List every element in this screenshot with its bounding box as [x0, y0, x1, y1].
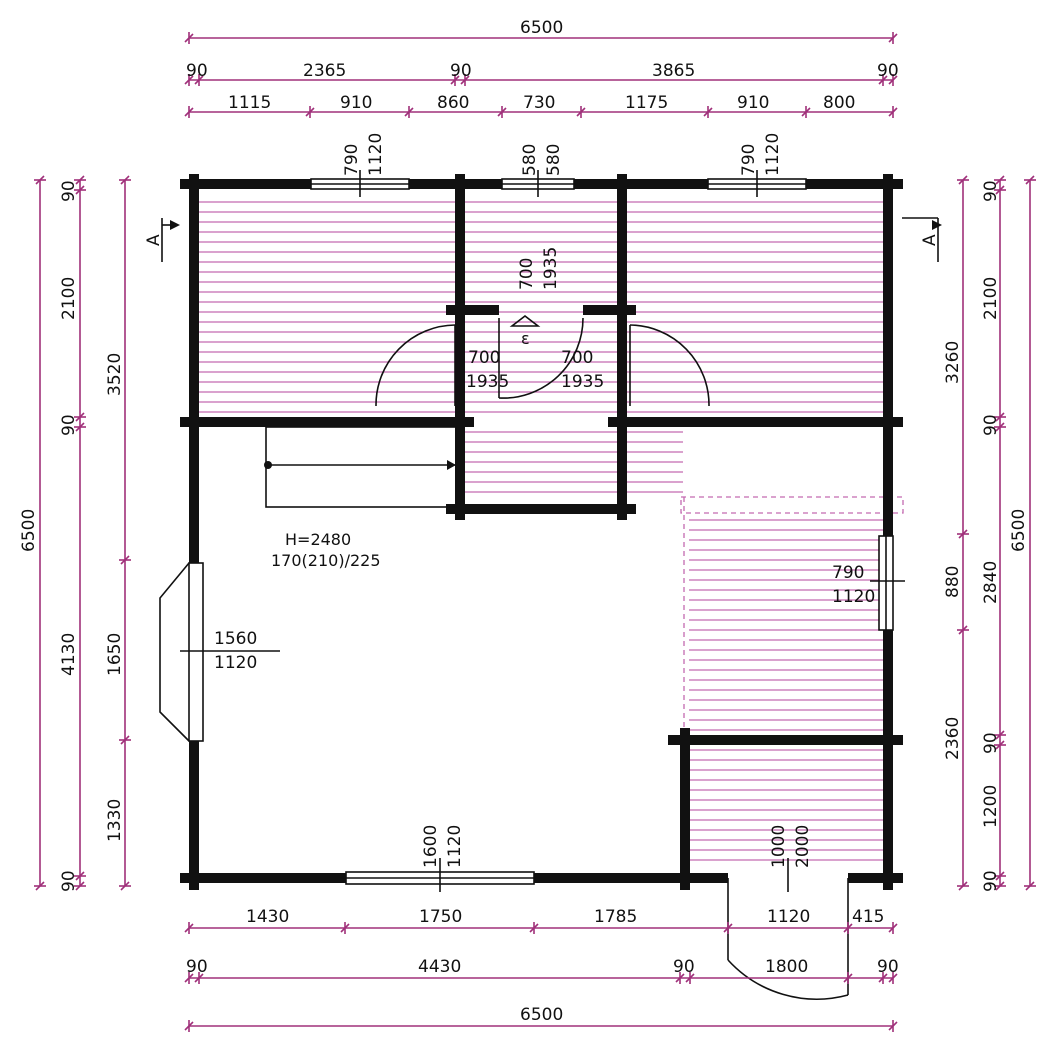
- bottom-dim-wall-right: 90: [877, 957, 899, 977]
- right-dim-wall-top: 90: [981, 180, 1001, 202]
- left-window-width: 1560: [214, 629, 257, 649]
- top-dim-seg-5: 1175: [625, 93, 668, 113]
- hatch-height: 1935: [541, 247, 561, 290]
- right-dim-seg-1: 3260: [943, 341, 963, 384]
- floor-hatching-stair-landing: [465, 431, 683, 493]
- door-left-width: 700: [468, 348, 500, 368]
- top-dim-seg-7: 800: [823, 93, 855, 113]
- bottom-window-width: 1600: [421, 825, 441, 868]
- right-dim-wall-bottom: 90: [981, 870, 1001, 892]
- stair-height-note: H=2480: [285, 530, 351, 549]
- top-dim-seg-6: 910: [737, 93, 769, 113]
- staircase: [264, 426, 457, 508]
- bottom-dim-seg-2: 1750: [419, 907, 462, 927]
- bottom-dim-span: 4430: [418, 957, 461, 977]
- left-dim-seg-3: 1330: [105, 799, 125, 842]
- left-dim-span-top: 2100: [59, 277, 79, 320]
- bottom-dim-door-swing: 1800: [765, 957, 808, 977]
- left-dimensions: 6500 90 2100 90 4130 90 3520 1650 1330: [19, 180, 125, 892]
- door-left-height: 1935: [466, 372, 509, 392]
- top-dim-wall-right: 90: [877, 61, 899, 81]
- right-window-width: 790: [832, 563, 864, 583]
- right-dim-seg-2: 880: [943, 566, 963, 598]
- opening-outline-dashed: [680, 496, 904, 514]
- bottom-dim-wall-mid: 90: [673, 957, 695, 977]
- top-dim-span-right: 3865: [652, 61, 695, 81]
- right-dim-span-bottom: 1200: [981, 785, 1001, 828]
- top-total-dim: 6500: [520, 18, 563, 38]
- left-dim-wall-top: 90: [59, 180, 79, 202]
- bottom-dim-seg-5: 415: [852, 907, 884, 927]
- dimension-lines: [34, 32, 1036, 1032]
- left-total-dim: 6500: [19, 509, 39, 552]
- right-dim-wall-lower: 90: [981, 732, 1001, 754]
- top-dim-span-left: 2365: [303, 61, 346, 81]
- section-label-left: A: [144, 234, 164, 246]
- bottom-dim-wall-left: 90: [186, 957, 208, 977]
- bottom-dimensions: 1430 1750 1785 1120 415 90 4430 90 1800 …: [186, 907, 899, 1025]
- section-marker-left: A: [144, 218, 180, 262]
- top-window-mid-height: 580: [544, 144, 564, 176]
- left-dim-seg-2: 1650: [105, 633, 125, 676]
- right-dim-seg-3: 2360: [943, 717, 963, 760]
- right-dim-span-mid: 2840: [981, 561, 1001, 604]
- top-dim-seg-1: 1115: [228, 93, 271, 113]
- top-dim-wall-mid: 90: [450, 61, 472, 81]
- top-dim-seg-3: 860: [437, 93, 469, 113]
- opening-labels: 790 1120 580 580 790 1120 700 1935 700 1…: [214, 133, 875, 868]
- top-window-left-width: 790: [342, 144, 362, 176]
- door-right-width: 700: [561, 348, 593, 368]
- top-window-right-width: 790: [739, 144, 759, 176]
- right-total-dim: 6500: [1009, 509, 1029, 552]
- right-dim-span-top: 2100: [981, 277, 1001, 320]
- right-dimensions: 6500 90 2100 90 2840 90 1200 90 3260 880…: [943, 180, 1029, 892]
- bottom-dim-seg-1: 1430: [246, 907, 289, 927]
- entrance-door-height: 2000: [793, 825, 813, 868]
- floor-hatching-right: [689, 519, 883, 861]
- stair-step-note: 170(210)/225: [271, 551, 381, 570]
- top-dim-seg-4: 730: [523, 93, 555, 113]
- left-window-height: 1120: [214, 653, 257, 673]
- window-axes: [180, 170, 905, 892]
- bottom-dim-seg-4: 1120: [767, 907, 810, 927]
- top-dim-wall-left: 90: [186, 61, 208, 81]
- left-dim-wall-bottom: 90: [59, 870, 79, 892]
- hatch-arrow-icon: [509, 314, 541, 327]
- bottom-dim-seg-3: 1785: [594, 907, 637, 927]
- hatch-width: 700: [517, 258, 537, 290]
- section-marker-right: A: [902, 217, 942, 262]
- top-window-mid-width: 580: [520, 144, 540, 176]
- left-dim-span-bottom: 4130: [59, 633, 79, 676]
- bottom-total-dim: 6500: [520, 1005, 563, 1025]
- top-window-right-height: 1120: [763, 133, 783, 176]
- top-dimensions: 6500 90 2365 90 3865 90 1115 910 860 730…: [186, 18, 899, 113]
- entrance-door-width: 1000: [769, 825, 789, 868]
- left-dim-seg-1: 3520: [105, 353, 125, 396]
- top-dim-seg-2: 910: [340, 93, 372, 113]
- top-window-left-height: 1120: [366, 133, 386, 176]
- left-dim-wall-mid: 90: [59, 414, 79, 436]
- floor-hatching-top: [199, 201, 883, 413]
- right-dim-wall-mid: 90: [981, 414, 1001, 436]
- right-window-height: 1120: [832, 587, 875, 607]
- bottom-window-height: 1120: [445, 825, 465, 868]
- door-right-height: 1935: [561, 372, 604, 392]
- up-mark: ε: [521, 329, 530, 348]
- section-label-right: A: [920, 234, 940, 246]
